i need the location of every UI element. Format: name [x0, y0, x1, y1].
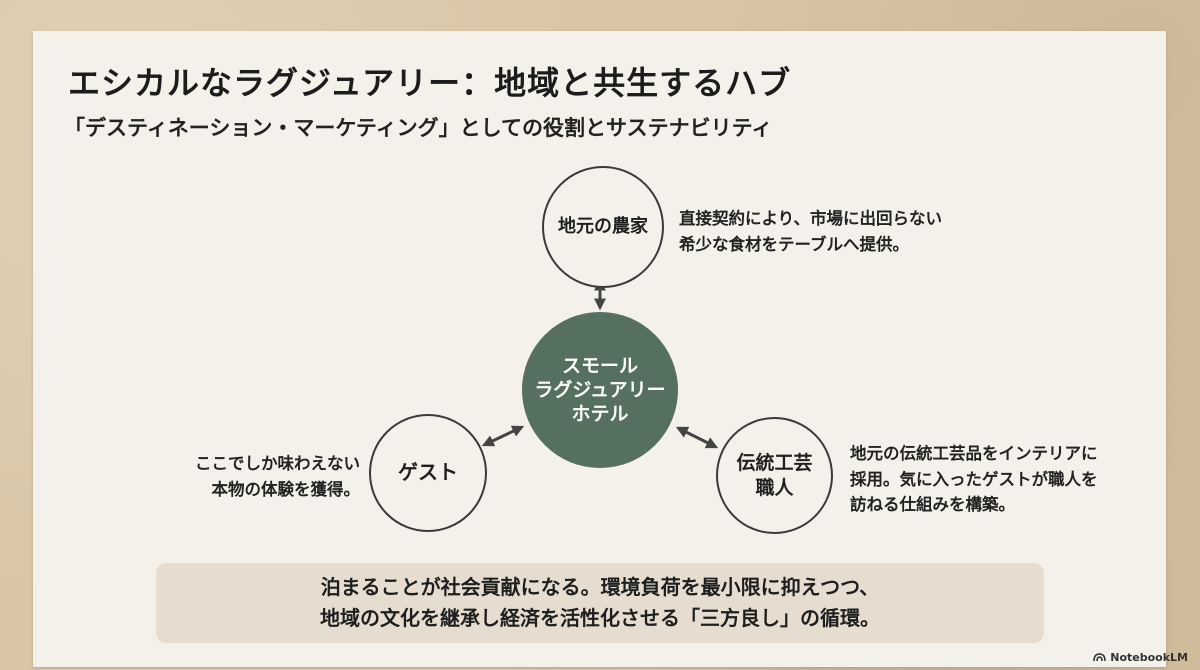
brand-label: NotebookLM [1110, 651, 1188, 664]
summary-box: 泊まることが社会貢献になる。環境負荷を最小限に抑えつつ、 地域の文化を継承し経済… [156, 563, 1044, 643]
slide-subtitle: 「デスティネーション・マーケティング」としての役割とサステナビリティ [64, 116, 773, 140]
guest-description: ここでしか味わえない 本物の体験を獲得。 [195, 454, 360, 499]
summary-line-2: 地域の文化を継承し経済を活性化させる「三方良し」の循環。 [320, 606, 880, 630]
slide-title: エシカルなラグジュアリー：地域と共生するハブ [68, 64, 792, 102]
node-small-luxury-hotel-label: スモール ラグジュアリー ホテル [534, 354, 666, 426]
node-guest: ゲスト [369, 414, 487, 532]
node-local-farmer-label: 地元の農家 [558, 216, 648, 238]
summary-line-1: 泊まることが社会貢献になる。環境負荷を最小限に抑えつつ、 [320, 575, 880, 599]
node-small-luxury-hotel: スモール ラグジュアリー ホテル [522, 312, 678, 468]
node-local-farmer: 地元の農家 [542, 166, 664, 288]
notebooklm-logo-icon [1093, 653, 1107, 662]
craftsman-description: 地元の伝統工芸品をインテリアに 採用。気に入ったゲストが職人を 訪ねる仕組みを構… [850, 444, 1098, 515]
node-craftsman-label: 伝統工芸 職人 [736, 452, 813, 499]
notebooklm-watermark: NotebookLM [1093, 651, 1188, 664]
node-guest-label: ゲスト [398, 460, 458, 485]
node-craftsman: 伝統工芸 職人 [716, 417, 833, 534]
farmer-description: 直接契約により、市場に出回らない 希少な食材をテーブルへ提供。 [679, 209, 943, 254]
